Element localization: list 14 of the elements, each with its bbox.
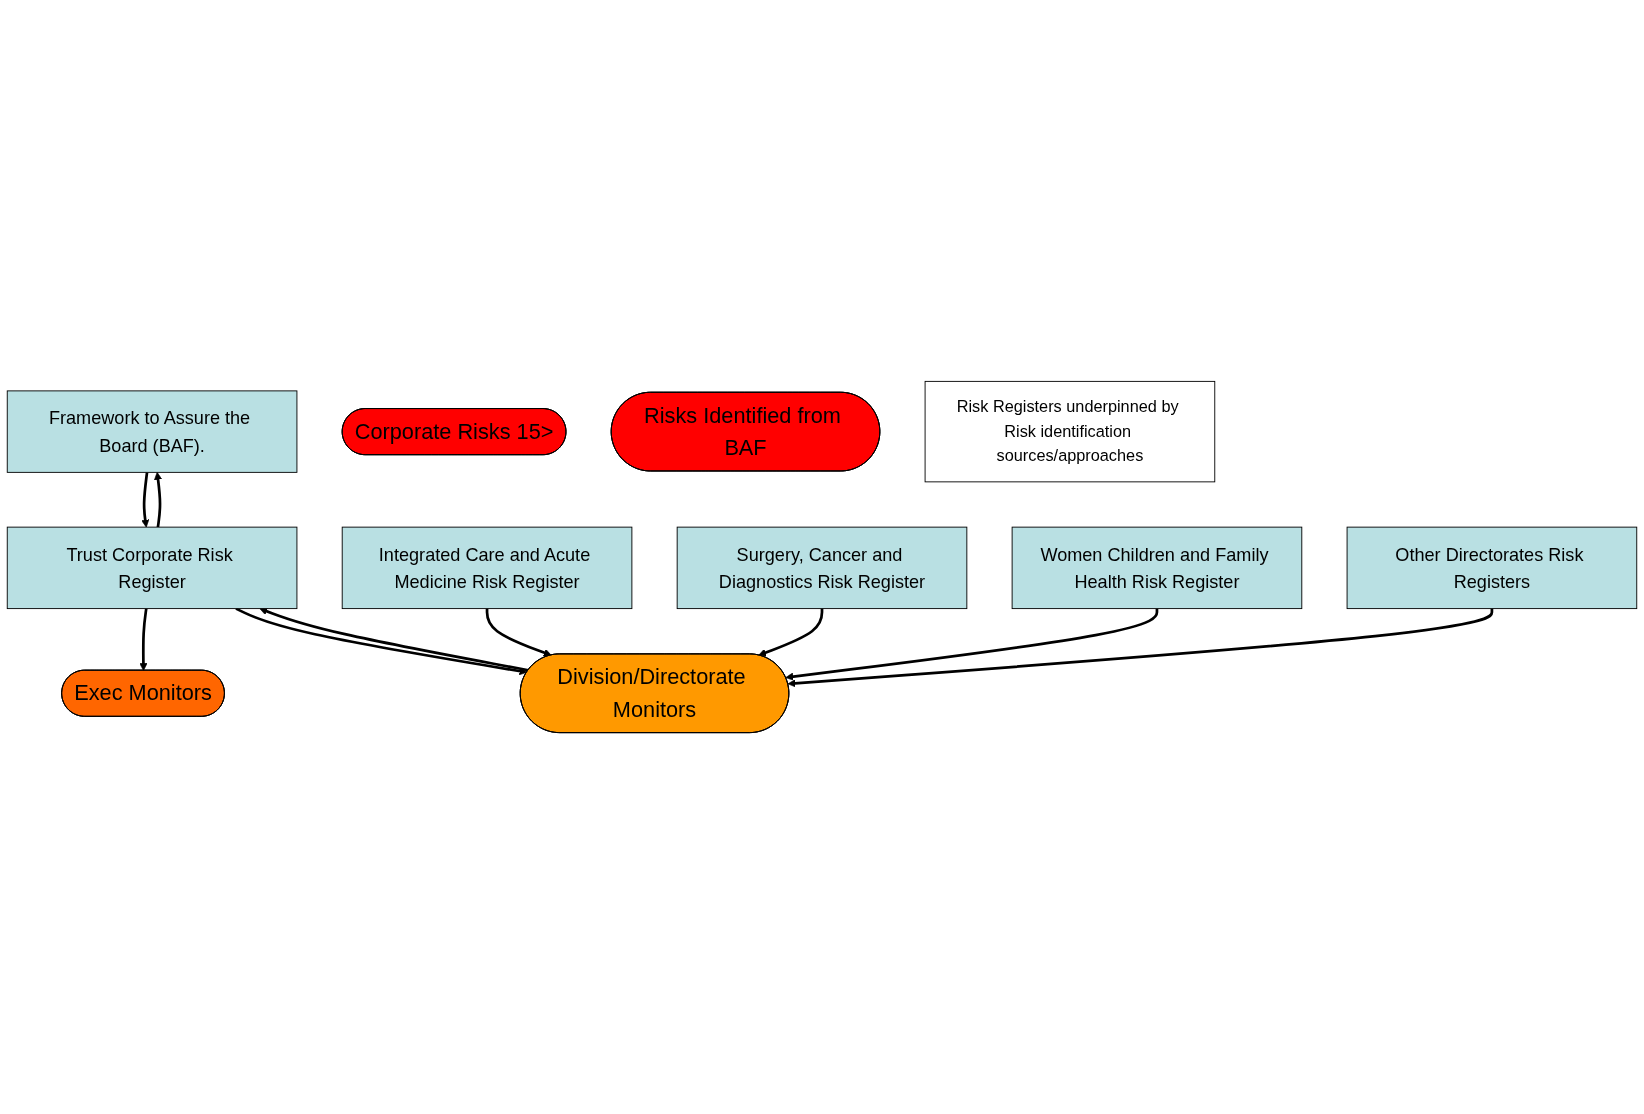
arrow bbox=[154, 472, 162, 528]
node-box: Risk Registers underpinned by Risk identification sources/approaches bbox=[924, 380, 1216, 483]
arrow bbox=[485, 608, 552, 657]
node-box: Trust Corporate Risk Register bbox=[6, 526, 298, 610]
arrow bbox=[139, 608, 148, 671]
arrow bbox=[141, 472, 150, 528]
node-box: Framework to Assure the Board (BAF). bbox=[6, 390, 298, 473]
arrow bbox=[785, 608, 1159, 681]
node-box: Women Children and Family Health Risk Register bbox=[1011, 526, 1303, 610]
node-box: Other Directorates Risk Registers bbox=[1346, 526, 1638, 610]
arrow bbox=[787, 608, 1494, 688]
node-box: Integrated Care and Acute Medicine Risk Register bbox=[341, 526, 633, 610]
arrow bbox=[758, 608, 824, 657]
node-box: Surgery, Cancer and Diagnostics Risk Register bbox=[676, 526, 968, 610]
